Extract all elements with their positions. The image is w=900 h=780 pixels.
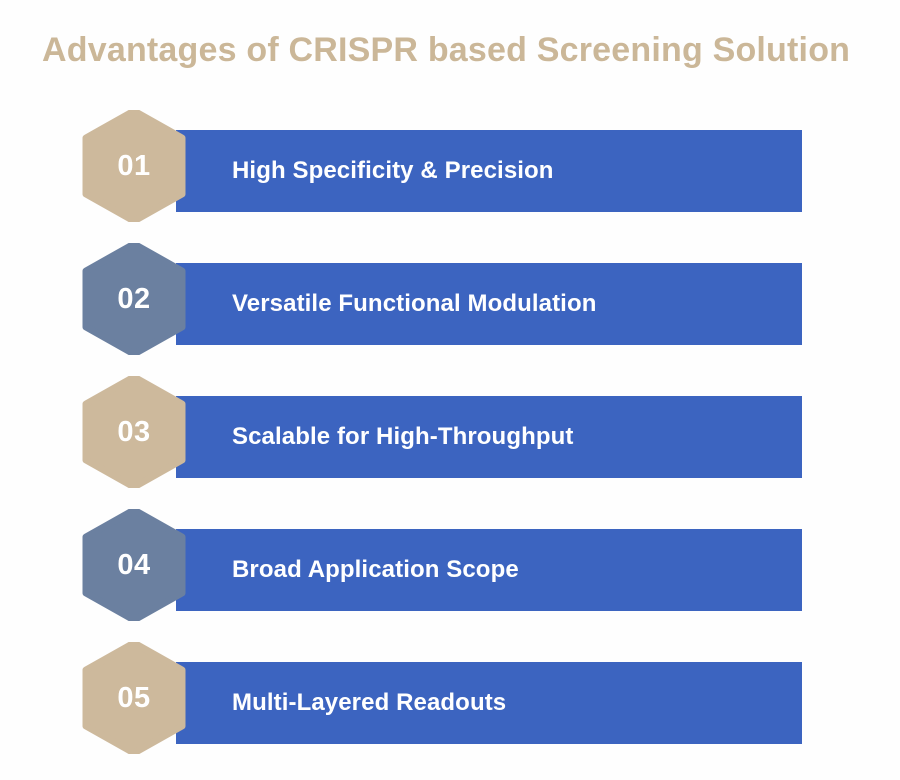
advantage-row: 03 Scalable for High-Throughput <box>0 376 900 488</box>
advantage-label: Scalable for High-Throughput <box>232 423 574 450</box>
advantage-row: 01 High Specificity & Precision <box>0 110 900 222</box>
advantage-number: 01 <box>117 150 151 182</box>
advantage-number: 05 <box>117 682 151 714</box>
advantage-bar[interactable] <box>176 662 802 744</box>
hexagon-badge <box>82 642 186 754</box>
advantage-bar[interactable] <box>176 130 802 212</box>
hexagon-shape <box>82 243 186 355</box>
advantage-row: 02 Versatile Functional Modulation <box>0 243 900 355</box>
advantage-row: 05 Multi-Layered Readouts <box>0 642 900 754</box>
hexagon-badge <box>82 376 186 488</box>
advantage-row: 04 Broad Application Scope <box>0 509 900 621</box>
advantage-label: High Specificity & Precision <box>232 157 554 184</box>
hexagon-shape <box>82 642 186 754</box>
advantage-label: Broad Application Scope <box>232 556 519 583</box>
page-title: Advantages of CRISPR based Screening Sol… <box>42 31 851 69</box>
advantage-number: 04 <box>117 549 151 581</box>
hexagon-shape <box>82 110 186 222</box>
advantage-bar[interactable] <box>176 529 802 611</box>
hexagon-badge <box>82 110 186 222</box>
hexagon-shape <box>82 509 186 621</box>
advantage-bar[interactable] <box>176 263 802 345</box>
advantage-bar[interactable] <box>176 396 802 478</box>
advantage-number: 03 <box>117 416 151 448</box>
advantage-number: 02 <box>117 283 151 315</box>
hexagon-badge <box>82 509 186 621</box>
advantage-label: Multi-Layered Readouts <box>232 689 507 716</box>
advantage-label: Versatile Functional Modulation <box>232 290 597 317</box>
hexagon-badge <box>82 243 186 355</box>
hexagon-shape <box>82 376 186 488</box>
